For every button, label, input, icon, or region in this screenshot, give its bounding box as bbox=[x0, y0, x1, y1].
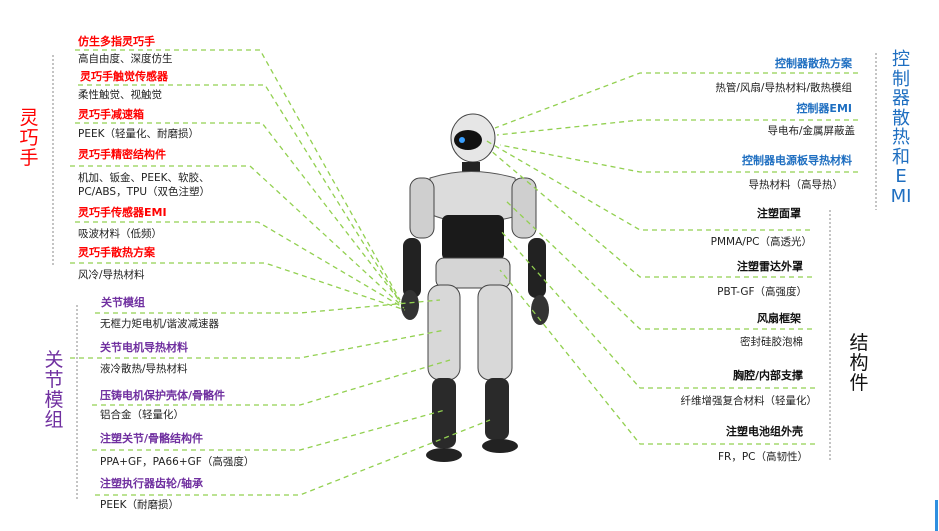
controller-item-desc: 导电布/金属屏蔽盖 bbox=[767, 125, 855, 137]
group-label-hand: 灵巧手 bbox=[19, 107, 39, 169]
group-dividers bbox=[52, 53, 877, 500]
group-label-joint: 关节模组 bbox=[44, 349, 64, 431]
joint-item-desc: 无框力矩电机/谐波减速器 bbox=[100, 318, 220, 330]
controller-item-title: 控制器电源板导热材料 bbox=[742, 154, 852, 167]
joint-item-title: 注塑关节/骨骼结构件 bbox=[100, 432, 204, 445]
controller-item-title: 控制器EMI bbox=[796, 102, 852, 115]
hand-item-desc: 风冷/导热材料 bbox=[78, 269, 145, 281]
joint-item-desc: PEEK（耐磨损） bbox=[100, 499, 179, 511]
connector-lines bbox=[70, 49, 858, 496]
structure-item-title: 注塑电池组外壳 bbox=[726, 425, 803, 438]
hand-item-title: 灵巧手精密结构件 bbox=[78, 148, 166, 161]
hand-item-title: 灵巧手减速箱 bbox=[78, 108, 144, 121]
structure-item-desc: PMMA/PC（高透光） bbox=[710, 236, 812, 248]
hand-item-desc: PC/ABS，TPU（双色注塑） bbox=[78, 186, 210, 198]
joint-item-desc: PPA+GF，PA66+GF（高强度） bbox=[100, 456, 255, 468]
hand-item-desc: 机加、钣金、PEEK、软胶、 bbox=[78, 172, 210, 184]
structure-item-desc: PBT-GF（高强度） bbox=[717, 286, 807, 298]
joint-item-desc: 铝合金（轻量化） bbox=[100, 409, 184, 421]
hand-item-title: 灵巧手触觉传感器 bbox=[80, 70, 168, 83]
hand-item-title: 仿生多指灵巧手 bbox=[78, 35, 155, 48]
joint-item-title: 注塑执行器齿轮/轴承 bbox=[100, 477, 204, 490]
hand-item-desc: PEEK（轻量化、耐磨损） bbox=[78, 128, 199, 140]
structure-item-title: 注塑雷达外罩 bbox=[737, 260, 803, 273]
structure-item-title: 胸腔/内部支撑 bbox=[732, 369, 803, 382]
controller-item-desc: 热管/风扇/导热材料/散热模组 bbox=[715, 82, 852, 94]
controller-item-title: 控制器散热方案 bbox=[775, 57, 852, 70]
structure-item-desc: FR，PC（高韧性） bbox=[718, 451, 808, 463]
structure-item-title: 风扇框架 bbox=[757, 312, 801, 325]
hand-item-title: 灵巧手散热方案 bbox=[78, 246, 155, 259]
joint-item-title: 压铸电机保护壳体/骨骼件 bbox=[100, 389, 226, 402]
joint-item-title: 关节电机导热材料 bbox=[100, 341, 188, 354]
joint-item-title: 关节模组 bbox=[101, 296, 145, 309]
group-label-structure: 结构件 bbox=[849, 332, 869, 394]
controller-item-desc: 导热材料（高导热） bbox=[748, 179, 844, 191]
structure-item-desc: 密封硅胶泡棉 bbox=[740, 336, 803, 348]
robot-figure bbox=[401, 113, 549, 462]
accent-bar bbox=[935, 500, 938, 531]
hand-item-desc: 柔性触觉、视触觉 bbox=[78, 89, 162, 101]
structure-item-title: 注塑面罩 bbox=[757, 207, 801, 220]
group-label-controller: 控制器散热和EMI bbox=[890, 49, 912, 207]
hand-item-desc: 吸波材料（低频） bbox=[78, 228, 162, 240]
structure-item-desc: 纤维增强复合材料（轻量化） bbox=[680, 395, 818, 407]
hand-item-desc: 高自由度、深度仿生 bbox=[78, 53, 173, 65]
hand-item-title: 灵巧手传感器EMI bbox=[78, 206, 167, 219]
joint-item-desc: 液冷散热/导热材料 bbox=[100, 363, 188, 375]
